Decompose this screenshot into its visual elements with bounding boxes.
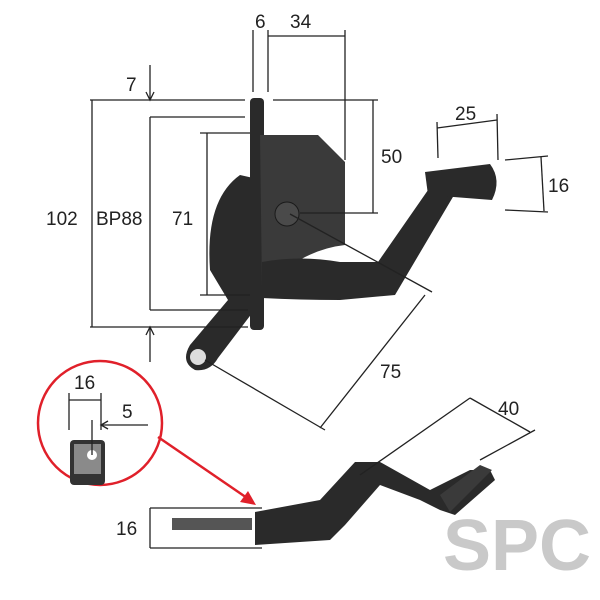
dim-50: 50 xyxy=(381,147,402,168)
dimension-lines xyxy=(90,30,549,431)
dim-16-side: 16 xyxy=(116,519,137,540)
dim-7: 7 xyxy=(126,75,137,96)
detail-callout xyxy=(36,359,256,505)
detail-dim-16: 16 xyxy=(74,373,95,394)
operator-front-view xyxy=(186,98,497,371)
dim-6: 6 xyxy=(255,12,266,33)
dim-75: 75 xyxy=(380,362,401,383)
dim-71: 71 xyxy=(172,209,193,230)
spc-watermark: SPC xyxy=(443,506,591,586)
operator-side-view xyxy=(149,397,536,549)
dim-25: 25 xyxy=(455,104,476,125)
dim-bp88: BP88 xyxy=(96,209,142,230)
dim-16-knob: 16 xyxy=(548,176,569,197)
detail-dim-5: 5 xyxy=(122,402,133,423)
dim-102: 102 xyxy=(46,209,78,230)
dim-34: 34 xyxy=(290,12,312,33)
dim-40: 40 xyxy=(498,399,519,420)
